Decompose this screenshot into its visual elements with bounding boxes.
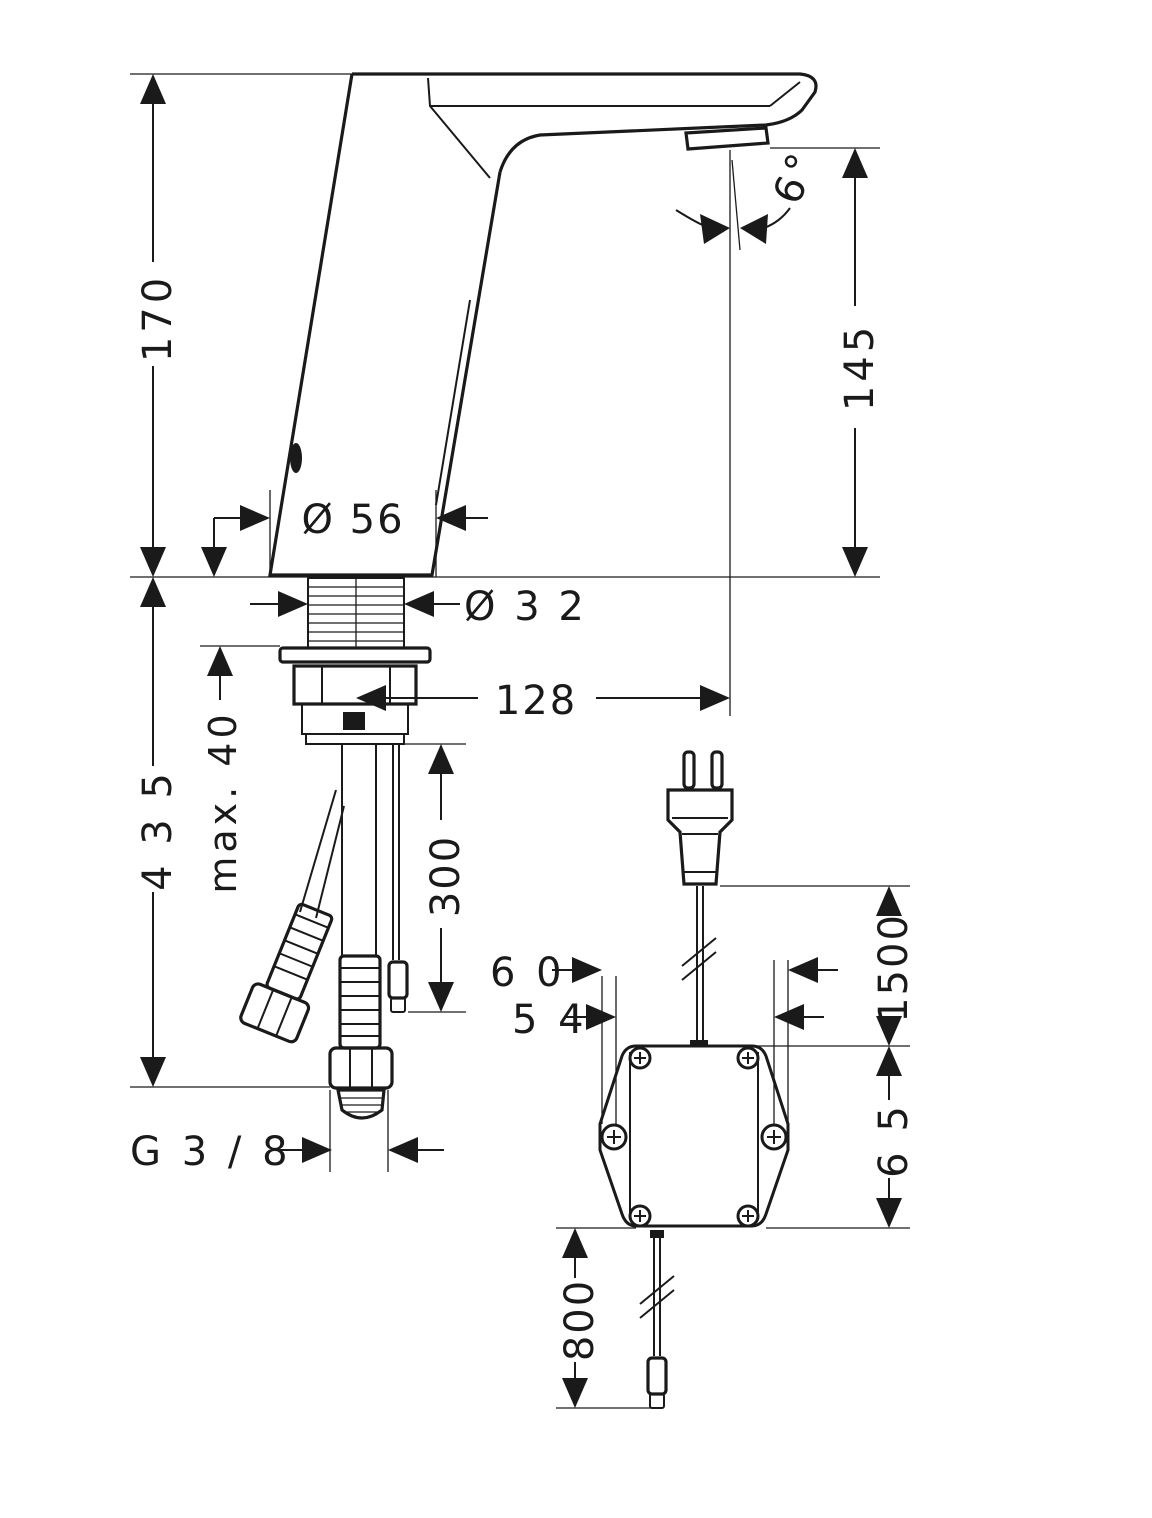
sensor-cable <box>639 1230 675 1409</box>
dim-65: 6 5 <box>766 1046 917 1229</box>
control-box <box>598 1044 790 1228</box>
label-6-degrees: 6° <box>765 144 828 211</box>
label-145: 145 <box>837 323 883 411</box>
dim-300: 300 <box>404 743 469 1013</box>
label-128: 128 <box>495 678 577 724</box>
label-65: 6 5 <box>871 1102 917 1178</box>
screw-top-right <box>736 1046 760 1070</box>
label-g-3-8: G 3 / 8 <box>130 1129 292 1175</box>
dim-145: 145 <box>770 147 883 577</box>
power-plug <box>666 750 734 1048</box>
faucet-body <box>268 72 818 577</box>
screw-top-left <box>628 1046 652 1070</box>
screw-mid-right <box>760 1123 788 1151</box>
screw-bottom-left <box>628 1204 652 1228</box>
supply-hoses <box>239 744 409 1120</box>
screw-mid-left <box>600 1123 628 1151</box>
dim-max-40: max. 40 <box>200 645 280 894</box>
label-435: 4 3 5 <box>135 769 181 891</box>
dim-angle: 6° <box>675 144 828 716</box>
dim-170: 170 <box>130 73 880 578</box>
label-max-40: max. 40 <box>201 710 245 893</box>
label-1500: 1500 <box>871 913 917 1023</box>
label-300: 300 <box>423 835 469 917</box>
screw-bottom-right <box>736 1204 760 1228</box>
label-60: 6 0 <box>490 950 566 996</box>
dim-1500: 1500 <box>706 885 917 1047</box>
sensor-window <box>290 443 302 473</box>
dim-60-54: 6 0 5 4 <box>490 950 838 1124</box>
dim-diameter-56: Ø 56 <box>201 490 488 577</box>
dim-diameter-32: Ø 3 2 <box>250 584 587 630</box>
dim-800: 800 <box>556 1227 652 1409</box>
label-54: 5 4 <box>512 997 588 1043</box>
dim-435: 4 3 5 <box>130 577 330 1088</box>
label-800: 800 <box>557 1279 603 1361</box>
shank-assembly <box>278 577 432 745</box>
label-diameter-32: Ø 3 2 <box>464 584 587 630</box>
dim-g-3-8: G 3 / 8 <box>130 1090 444 1175</box>
dim-128: 128 <box>356 678 730 724</box>
label-diameter-56: Ø 56 <box>301 497 404 543</box>
label-170: 170 <box>135 274 181 362</box>
